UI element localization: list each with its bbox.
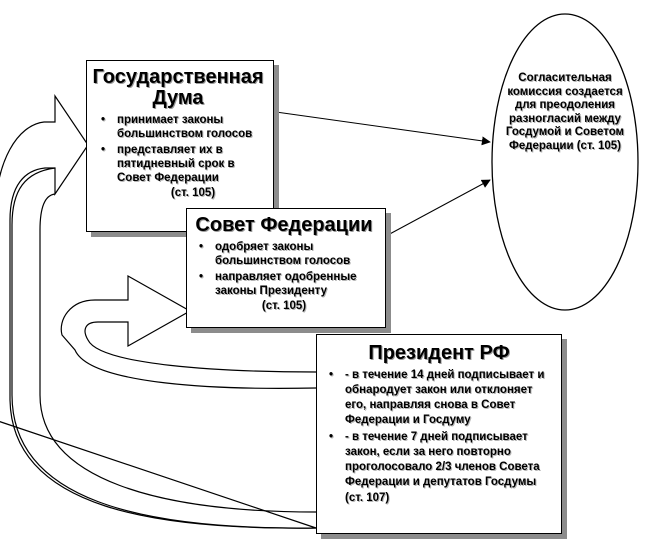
duma-bullet-list: принимает законы большинством голосов пр… bbox=[91, 113, 265, 185]
sovet-title: Совет Федерации bbox=[195, 214, 373, 236]
duma-bullet: представляет их в пятидневный срок в Сов… bbox=[101, 143, 265, 185]
sovet-bullet: одобряет законы большинством голосов bbox=[199, 240, 379, 268]
duma-title: Государственная Дума bbox=[92, 66, 264, 109]
duma-bullet: принимает законы большинством голосов bbox=[101, 113, 265, 141]
president-box: Президент РФ - в течение 14 дней подписы… bbox=[316, 334, 562, 534]
curved-arrow-president-to-duma-body bbox=[11, 167, 317, 529]
president-bullet: - в течение 14 дней подписывает и обнаро… bbox=[329, 368, 549, 428]
sovet-box: Совет Федерации одобряет законы большинс… bbox=[186, 208, 386, 328]
president-article-ref: (ст. 107) bbox=[345, 491, 390, 504]
president-bullet-list: - в течение 14 дней подписывает и обнаро… bbox=[319, 368, 549, 490]
duma-box: Государственная Дума принимает законы бо… bbox=[86, 60, 274, 232]
curved-arrow-president-to-sovet bbox=[60, 274, 317, 389]
sovet-bullet: направляет одобренные законы Президенту bbox=[199, 270, 379, 298]
sovet-bullet-list: одобряет законы большинством голосов нап… bbox=[189, 240, 379, 298]
curved-arrow-president-to-duma bbox=[0, 94, 317, 529]
commission-node: Согласительная комиссия создается для пр… bbox=[492, 14, 638, 310]
sovet-article-ref: (ст. 105) bbox=[261, 300, 307, 313]
duma-article-ref: (ст. 105) bbox=[170, 187, 216, 200]
commission-text: Согласительная комиссия создается для пр… bbox=[505, 72, 625, 152]
president-title: Президент РФ bbox=[368, 342, 510, 364]
arrow-sovet-to-commission bbox=[385, 179, 491, 237]
commission-ellipse bbox=[491, 13, 639, 311]
arrow-duma-to-commission bbox=[275, 111, 491, 146]
president-bullet: - в течение 7 дней подписывает закон, ес… bbox=[329, 430, 549, 490]
